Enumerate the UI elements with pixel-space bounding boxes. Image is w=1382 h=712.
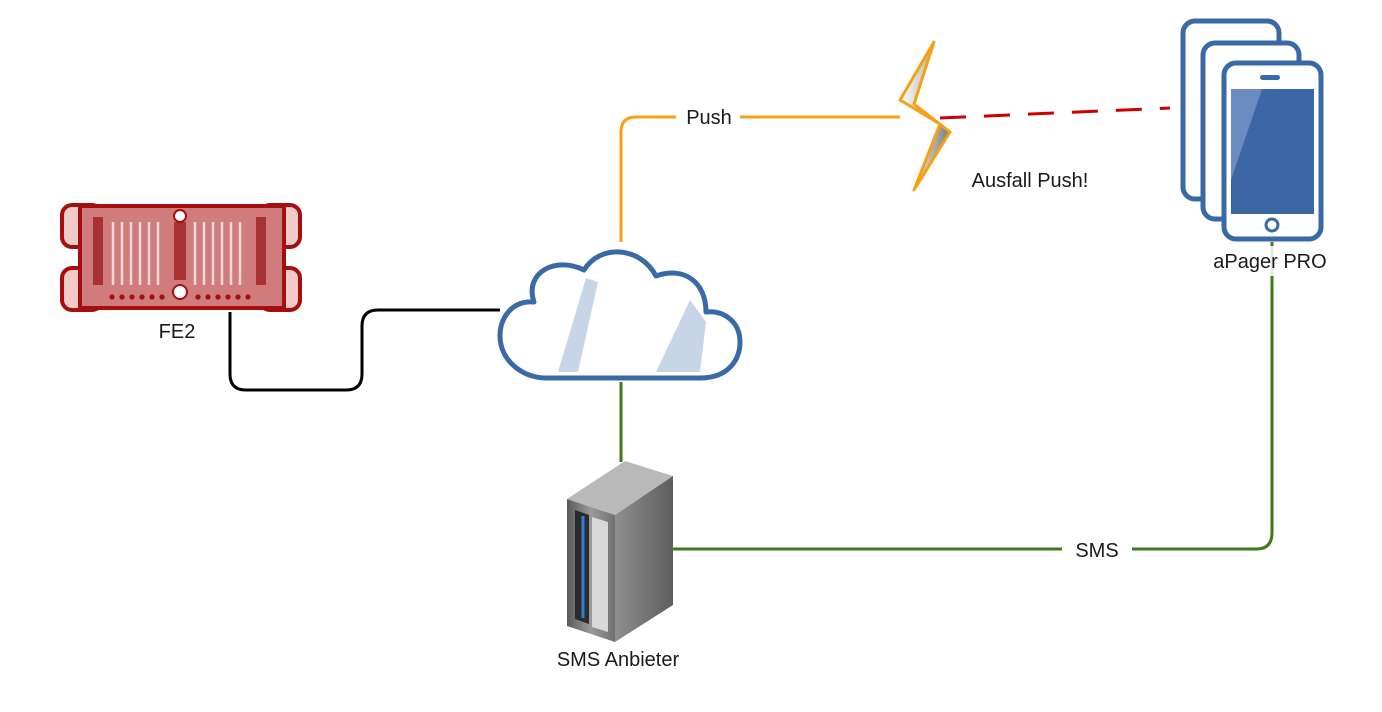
fe2-label: FE2 (159, 321, 196, 343)
edge-push-failure[interactable] (939, 106, 1171, 120)
push-label: Push (686, 107, 732, 129)
sms-provider-label: SMS Anbieter (557, 649, 680, 671)
phone-stack-icon[interactable] (1180, 18, 1324, 242)
apager-label: aPager PRO (1213, 251, 1326, 273)
failure-note: Ausfall Push! (972, 170, 1089, 192)
cloud-icon[interactable] (497, 249, 743, 381)
edge-fe2-cloud[interactable] (228, 308, 500, 392)
apager-label-bg (1198, 246, 1344, 276)
edge-sms-provider-apager[interactable] (673, 242, 1274, 551)
sms-label: SMS (1075, 540, 1118, 562)
edge-cloud-push[interactable] (619, 115, 900, 242)
sms-label-bg (1062, 536, 1132, 564)
lightning-bolt-icon (898, 40, 952, 192)
sms-server-tower-icon[interactable] (567, 461, 673, 642)
push-label-bg (676, 102, 740, 130)
fe2-server-icon[interactable] (60, 203, 302, 312)
